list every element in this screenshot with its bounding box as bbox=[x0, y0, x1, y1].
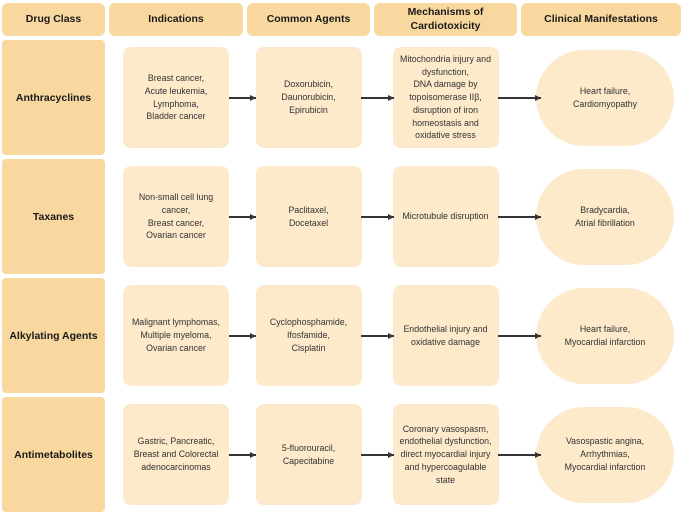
clinical-manifestations-shape: Heart failure, Cardiomyopathy bbox=[536, 49, 674, 146]
common-agents-box: 5-fluorouracil, Capecitabine bbox=[255, 404, 362, 505]
mechanisms-column-cell: Microtubule disruption bbox=[374, 159, 517, 274]
indications-box: Malignant lymphomas, Multiple myeloma, O… bbox=[123, 285, 229, 386]
flow-arrow-icon bbox=[361, 335, 394, 337]
common-agents-column-cell: Paclitaxel, Docetaxel bbox=[247, 159, 370, 274]
flow-arrow-icon bbox=[498, 335, 541, 337]
common-agents-column-cell: Cyclophosphamide, Ifosfamide, Cisplatin bbox=[247, 278, 370, 393]
drug-row-antimetabolites: Antimetabolites Gastric, Pancreatic, Bre… bbox=[2, 397, 683, 512]
clinical-manifestations-shape: Heart failure, Myocardial infarction bbox=[536, 287, 674, 384]
drug-class-cell: Alkylating Agents bbox=[2, 278, 105, 393]
header-cell-mechanisms: Mechanisms of Cardiotoxicity bbox=[374, 3, 517, 36]
mechanisms-column-cell: Mitochondria injury and dysfunction, DNA… bbox=[374, 40, 517, 155]
drug-class-cell: Antimetabolites bbox=[2, 397, 105, 512]
drug-class-cell: Taxanes bbox=[2, 159, 105, 274]
indications-box: Breast cancer, Acute leukemia, Lymphoma,… bbox=[123, 47, 229, 148]
mechanisms-column-cell: Endothelial injury and oxidative damage bbox=[374, 278, 517, 393]
flow-arrow-icon bbox=[229, 216, 256, 218]
mechanisms-box: Endothelial injury and oxidative damage bbox=[392, 285, 499, 386]
flow-arrow-icon bbox=[361, 97, 394, 99]
flow-arrow-icon bbox=[361, 454, 394, 456]
indications-column-cell: Breast cancer, Acute leukemia, Lymphoma,… bbox=[109, 40, 243, 155]
clinical-manifestations-column-cell: Vasospastic angina, Arrhythmias, Myocard… bbox=[521, 397, 681, 512]
clinical-manifestations-column-cell: Heart failure, Myocardial infarction bbox=[521, 278, 681, 393]
clinical-manifestations-shape: Bradycardia, Atrial fibrillation bbox=[536, 168, 674, 265]
header-cell-clinical-manifestations: Clinical Manifestations bbox=[521, 3, 681, 36]
common-agents-box: Paclitaxel, Docetaxel bbox=[255, 166, 362, 267]
header-cell-indications: Indications bbox=[109, 3, 243, 36]
header-cell-common-agents: Common Agents bbox=[247, 3, 370, 36]
common-agents-box: Doxorubicin, Daunorubicin, Epirubicin bbox=[255, 47, 362, 148]
flow-arrow-icon bbox=[229, 335, 256, 337]
mechanisms-box: Microtubule disruption bbox=[392, 166, 499, 267]
mechanisms-column-cell: Coronary vasospasm, endothelial dysfunct… bbox=[374, 397, 517, 512]
flow-arrow-icon bbox=[498, 216, 541, 218]
header-row: Drug Class Indications Common Agents Mec… bbox=[2, 3, 683, 36]
clinical-manifestations-shape: Vasospastic angina, Arrhythmias, Myocard… bbox=[536, 406, 674, 503]
common-agents-column-cell: Doxorubicin, Daunorubicin, Epirubicin bbox=[247, 40, 370, 155]
clinical-manifestations-column-cell: Heart failure, Cardiomyopathy bbox=[521, 40, 681, 155]
drug-row-taxanes: Taxanes Non-small cell lung cancer, Brea… bbox=[2, 159, 683, 274]
header-cell-drug-class: Drug Class bbox=[2, 3, 105, 36]
mechanisms-box: Coronary vasospasm, endothelial dysfunct… bbox=[392, 404, 499, 505]
common-agents-box: Cyclophosphamide, Ifosfamide, Cisplatin bbox=[255, 285, 362, 386]
drug-row-alkylating-agents: Alkylating Agents Malignant lymphomas, M… bbox=[2, 278, 683, 393]
clinical-manifestations-column-cell: Bradycardia, Atrial fibrillation bbox=[521, 159, 681, 274]
indications-box: Non-small cell lung cancer, Breast cance… bbox=[123, 166, 229, 267]
flow-arrow-icon bbox=[229, 454, 256, 456]
indications-column-cell: Gastric, Pancreatic, Breast and Colorect… bbox=[109, 397, 243, 512]
drug-class-cell: Anthracyclines bbox=[2, 40, 105, 155]
indications-box: Gastric, Pancreatic, Breast and Colorect… bbox=[123, 404, 229, 505]
indications-column-cell: Malignant lymphomas, Multiple myeloma, O… bbox=[109, 278, 243, 393]
flow-arrow-icon bbox=[361, 216, 394, 218]
flow-arrow-icon bbox=[498, 454, 541, 456]
flow-arrow-icon bbox=[229, 97, 256, 99]
mechanisms-box: Mitochondria injury and dysfunction, DNA… bbox=[392, 47, 499, 148]
drug-row-anthracyclines: Anthracyclines Breast cancer, Acute leuk… bbox=[2, 40, 683, 155]
indications-column-cell: Non-small cell lung cancer, Breast cance… bbox=[109, 159, 243, 274]
flow-arrow-icon bbox=[498, 97, 541, 99]
common-agents-column-cell: 5-fluorouracil, Capecitabine bbox=[247, 397, 370, 512]
